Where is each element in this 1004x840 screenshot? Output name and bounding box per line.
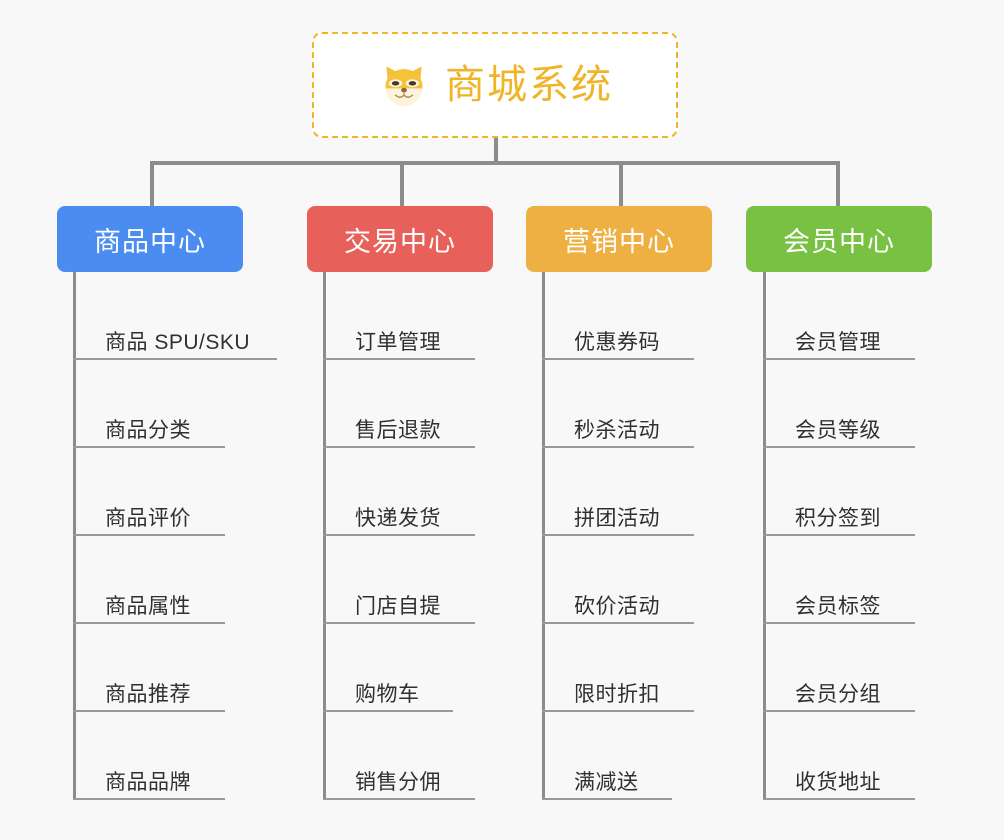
leaf-item[interactable]: 拼团活动 [542,448,742,536]
leaf-underline [542,622,694,624]
category-header-marketing[interactable]: 营销中心 [526,206,712,272]
leaf-item[interactable]: 售后退款 [323,360,523,448]
leaf-underline [73,358,277,360]
leaf-underline [73,622,225,624]
leaf-item[interactable]: 积分签到 [763,448,963,536]
leaf-item-label: 优惠券码 [574,330,660,354]
leaf-underline [73,534,225,536]
leaf-item-label: 会员管理 [795,330,881,354]
leaf-item[interactable]: 会员等级 [763,360,963,448]
leaf-item[interactable]: 商品分类 [73,360,273,448]
leaf-item-label: 订单管理 [355,330,441,354]
connector-root-stem [494,138,498,164]
leaf-underline [542,710,694,712]
leaf-item[interactable]: 满减送 [542,712,742,800]
leaf-item-label: 门店自提 [355,594,441,618]
leaf-item[interactable]: 商品评价 [73,448,273,536]
leaf-spine [73,272,76,800]
leaf-underline [763,358,915,360]
leaf-item-label: 商品属性 [105,594,191,618]
leaf-underline [73,798,225,800]
leaf-item[interactable]: 购物车 [323,624,523,712]
leaf-item[interactable]: 商品品牌 [73,712,273,800]
root-title: 商城系统 [445,63,613,107]
leaf-item[interactable]: 门店自提 [323,536,523,624]
leaf-item[interactable]: 商品属性 [73,536,273,624]
category-header-label: 营销中心 [563,226,675,257]
leaf-item-label: 积分签到 [795,506,881,530]
category-header-label: 商品中心 [94,226,206,257]
leaf-item-label: 会员分组 [795,682,881,706]
shiba-dog-face-icon [385,66,423,107]
leaf-item-label: 商品推荐 [105,682,191,706]
leaf-item-label: 商品评价 [105,506,191,530]
leaf-item[interactable]: 订单管理 [323,272,523,360]
leaf-item-label: 限时折扣 [574,682,660,706]
leaf-item-label: 拼团活动 [574,506,660,530]
connector-drop-2 [400,161,404,208]
leaf-underline [763,798,915,800]
category-header-member[interactable]: 会员中心 [746,206,932,272]
category-header-product[interactable]: 商品中心 [57,206,243,272]
leaf-spine [542,272,545,800]
leaf-underline [323,446,475,448]
connector-drop-3 [619,161,623,208]
leaf-item[interactable]: 会员分组 [763,624,963,712]
leaf-underline [323,358,475,360]
leaf-item-label: 收货地址 [795,770,881,794]
category-header-label: 会员中心 [783,226,895,257]
leaf-item[interactable]: 会员管理 [763,272,963,360]
leaf-underline [763,446,915,448]
leaf-underline [763,622,915,624]
leaf-underline [542,534,694,536]
leaf-underline [542,446,694,448]
leaf-item-label: 会员标签 [795,594,881,618]
leaf-item-label: 售后退款 [355,418,441,442]
leaf-item-label: 会员等级 [795,418,881,442]
leaf-item-label: 砍价活动 [574,594,660,618]
leaf-underline [763,710,915,712]
leaf-item[interactable]: 销售分佣 [323,712,523,800]
leaf-underline [73,446,225,448]
leaf-column-product: 商品 SPU/SKU 商品分类 商品评价 商品属性 商品推荐 商品品牌 [73,272,277,800]
leaf-underline [542,358,694,360]
leaf-underline [323,710,453,712]
leaf-item[interactable]: 优惠券码 [542,272,742,360]
leaf-column-member: 会员管理 会员等级 积分签到 会员标签 会员分组 收货地址 [763,272,963,800]
connector-drop-4 [836,161,840,208]
leaf-item[interactable]: 会员标签 [763,536,963,624]
leaf-item-label: 销售分佣 [355,770,441,794]
leaf-item-label: 商品品牌 [105,770,191,794]
leaf-column-marketing: 优惠券码 秒杀活动 拼团活动 砍价活动 限时折扣 满减送 [542,272,742,800]
leaf-item[interactable]: 商品推荐 [73,624,273,712]
leaf-item-label: 购物车 [355,682,420,706]
category-header-label: 交易中心 [344,226,456,257]
leaf-underline [542,798,672,800]
leaf-item[interactable]: 砍价活动 [542,536,742,624]
leaf-item-label: 快递发货 [355,506,441,530]
connector-drop-1 [150,161,154,208]
leaf-spine [763,272,766,800]
root-node[interactable]: 商城系统 [312,32,678,138]
leaf-spine [323,272,326,800]
leaf-item[interactable]: 商品 SPU/SKU [73,272,277,360]
leaf-column-trade: 订单管理 售后退款 快递发货 门店自提 购物车 销售分佣 [323,272,523,800]
leaf-item[interactable]: 秒杀活动 [542,360,742,448]
leaf-item[interactable]: 快递发货 [323,448,523,536]
leaf-underline [323,534,475,536]
leaf-underline [763,534,915,536]
leaf-item-label: 商品 SPU/SKU [105,330,251,354]
leaf-item-label: 秒杀活动 [574,418,660,442]
leaf-item-label: 满减送 [574,770,639,794]
connector-horizontal-bar [150,161,840,165]
leaf-item-label: 商品分类 [105,418,191,442]
leaf-underline [73,710,225,712]
category-header-trade[interactable]: 交易中心 [307,206,493,272]
leaf-underline [323,622,475,624]
leaf-item[interactable]: 收货地址 [763,712,963,800]
leaf-item[interactable]: 限时折扣 [542,624,742,712]
leaf-underline [323,798,475,800]
